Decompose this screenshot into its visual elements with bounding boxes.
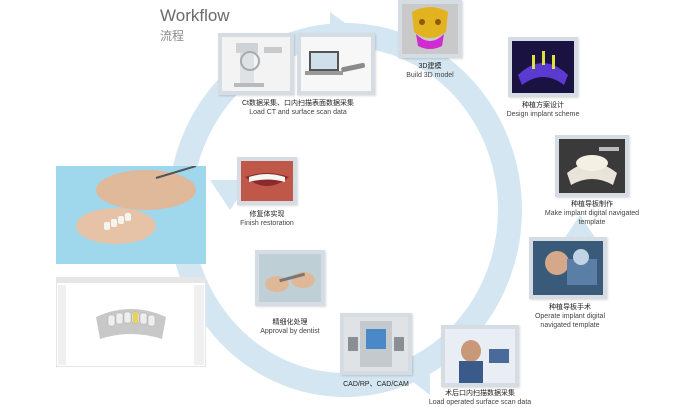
restoration-thumb: [237, 157, 297, 205]
step-6-cn: 术后口内扫描数据采集: [445, 390, 515, 397]
step-5-en: Operate implant digital navigated templa…: [534, 313, 606, 329]
step-5-cn: 种植导板手术: [549, 304, 591, 311]
ring-arrow-bottom: [400, 350, 430, 395]
step-8-caption: 精细化处理 Approval by dentist: [248, 318, 332, 336]
implant-scheme-thumb: [508, 37, 578, 97]
step-8-cn: 精细化处理: [272, 319, 308, 326]
cad-screen-icon: [56, 277, 206, 367]
step-7-cn: CAD/RP、CAD/CAM: [343, 381, 409, 388]
implant-jaw-icon: [512, 41, 574, 93]
cad-software-screen: [56, 277, 206, 367]
step-9-cn: 修复体实现: [249, 211, 285, 218]
skull-model-icon: [402, 4, 458, 54]
surgery-scene-icon: [533, 241, 603, 295]
step-7-caption: CAD/RP、CAD/CAM: [336, 380, 416, 389]
surgery-thumb: [529, 237, 607, 299]
smile-teeth-icon: [241, 161, 293, 201]
milling-machine-icon: [344, 317, 408, 371]
dentist-approval-thumb: [255, 250, 325, 306]
step-1-cn: Ct数据采集、口内扫描表面数据采集: [242, 100, 354, 107]
step-4-caption: 种植导板制作 Make implant digital navigated te…: [540, 200, 644, 227]
step-4-en: Make implant digital navigated template: [544, 210, 640, 226]
step-2-caption: 3D建模 Build 3D model: [395, 62, 465, 80]
3d-model-thumb: [398, 0, 462, 58]
ct-machine-icon: [222, 37, 290, 91]
step-1-caption: Ct数据采集、口内扫描表面数据采集 Load CT and surface sc…: [228, 99, 368, 117]
laptop-scanner-icon: [301, 37, 371, 91]
step-4-cn: 种植导板制作: [571, 201, 613, 208]
ct-scanner-thumb: [218, 33, 294, 95]
step-1-en: Load CT and surface scan data: [249, 109, 347, 116]
step-3-cn: 种植方案设计: [522, 102, 564, 109]
scanner-laptop-thumb: [297, 33, 375, 95]
cadcam-thumb: [340, 313, 412, 375]
step-2-cn: 3D建模: [418, 63, 442, 70]
step-8-en: Approval by dentist: [260, 328, 320, 335]
step-9-en: Finish restoration: [240, 220, 294, 227]
postop-scene-icon: [445, 329, 515, 383]
step-2-en: Build 3D model: [406, 72, 454, 79]
step-6-en: Load operated surface scan data: [428, 399, 532, 406]
page-subtitle: 流程: [160, 29, 185, 43]
step-3-caption: 种植方案设计 Design implant scheme: [498, 101, 588, 119]
step-3-en: Design implant scheme: [506, 111, 580, 118]
crown-handling-photo: [56, 166, 206, 264]
hand-tweezers-icon: [56, 166, 206, 264]
step-6-caption: 术后口内扫描数据采集 Load operated surface scan da…: [420, 389, 540, 407]
template-model-icon: [559, 139, 625, 193]
page-title: Workflow: [160, 6, 230, 25]
hands-tool-icon: [259, 254, 321, 302]
template-make-thumb: [555, 135, 629, 197]
postop-scan-thumb: [441, 325, 519, 387]
step-5-caption: 种植导板手术 Operate implant digital navigated…: [520, 303, 620, 330]
step-9-caption: 修复体实现 Finish restoration: [227, 210, 307, 228]
